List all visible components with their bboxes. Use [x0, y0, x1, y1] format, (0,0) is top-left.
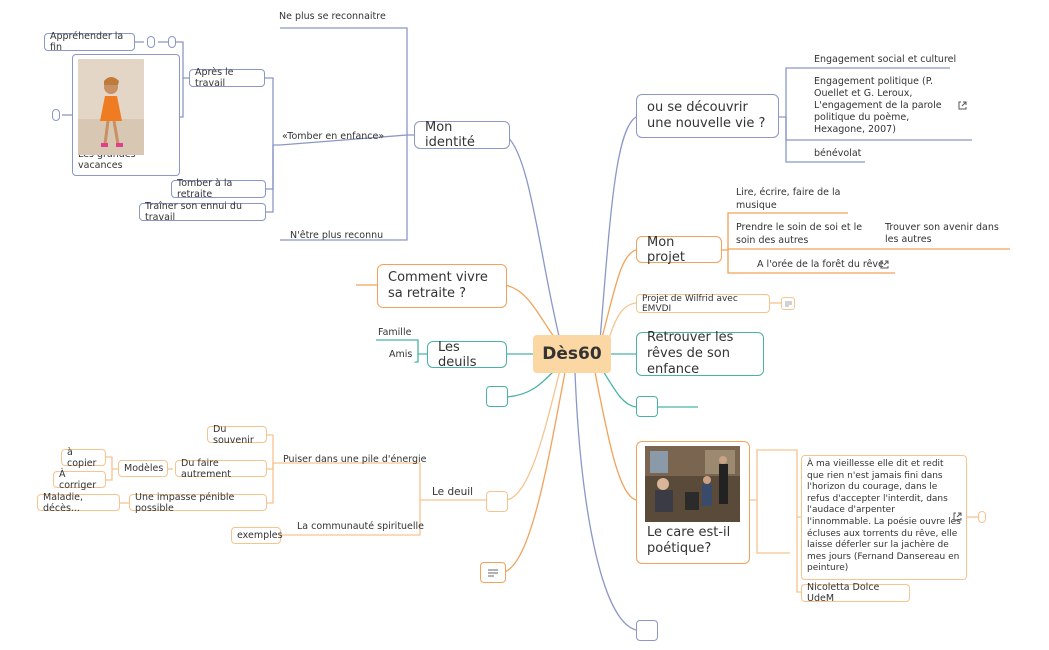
subtopic-nicoletta-dolce[interactable]: Nicoletta Dolce UdeM	[801, 582, 910, 604]
notes-icon	[488, 569, 498, 576]
empty-topic[interactable]	[486, 491, 508, 512]
collapse-toggle[interactable]	[52, 109, 60, 121]
subtopic-exemples[interactable]: exemples	[231, 527, 283, 544]
subtopic-apres-le-travail[interactable]: Après le travail	[189, 67, 265, 89]
external-link-icon[interactable]	[880, 260, 889, 269]
care-event-photo	[645, 446, 740, 522]
subtopic-modeles-label: Modèles	[124, 463, 164, 474]
note-topic[interactable]	[480, 562, 506, 583]
empty-topic[interactable]	[636, 396, 658, 417]
quote-text: À ma vieillesse elle dit et redit que ri…	[807, 459, 961, 574]
child-beach-photo	[78, 59, 144, 155]
central-topic-label: Dès60	[542, 344, 602, 364]
subtopic-engagement-social[interactable]: Engagement social et culturel	[814, 54, 957, 65]
subtopic-benevolat[interactable]: bénévolat	[814, 148, 862, 159]
subtopic-copier-label: à copier	[67, 446, 97, 469]
subtopic-prendre-soin[interactable]: Prendre le soin de soi et le soin des au…	[736, 222, 863, 246]
collapse-toggle[interactable]	[168, 36, 176, 48]
quote-fernand-dansereau[interactable]: À ma vieillesse elle dit et redit que ri…	[801, 455, 967, 580]
subtopic-a-copier[interactable]: à copier	[61, 446, 106, 469]
topic-wilfrid-label: Projet de Wilfrid avec EMVDI	[642, 293, 738, 314]
subtopic-lire-ecrire[interactable]: Lire, écrire, faire de la musique	[736, 187, 841, 211]
topic-comment-vivre[interactable]: Comment vivre sa retraite ?	[377, 264, 507, 308]
topic-les-deuils[interactable]: Les deuils	[427, 339, 507, 370]
external-link-icon[interactable]	[953, 512, 962, 521]
subtopic-trainer-son-ennui[interactable]: Traîner son ennui du travail	[139, 201, 266, 223]
subtopic-engagement-politique[interactable]: Engagement politique (P. Ouellet et G. L…	[814, 76, 942, 135]
subtopic-le-deuil[interactable]: Le deuil	[432, 486, 474, 498]
notes-icon	[784, 301, 792, 306]
subtopic-corriger-label: À corriger	[59, 468, 97, 491]
topic-deuils-label: Les deuils	[438, 339, 477, 370]
subtopic-exemples-label: exemples	[237, 530, 283, 541]
subtopic-nicoletta-label: Nicoletta Dolce UdeM	[807, 582, 880, 604]
subtopic-tomber-a-la-retraite[interactable]: Tomber à la retraite	[171, 178, 266, 200]
topic-retrouver-reves[interactable]: Retrouver les rêves de son enfance	[636, 330, 764, 377]
subtopic-amis-label: Amis	[389, 349, 413, 360]
central-topic[interactable]: Dès60	[533, 335, 611, 373]
subtopic-amis[interactable]: Amis	[384, 346, 416, 363]
subtopic-maladie-label: Maladie, décès...	[43, 491, 84, 514]
topic-projet-label: Mon projet	[647, 234, 685, 265]
empty-topic[interactable]	[486, 386, 508, 407]
subtopic-trouver-avenir[interactable]: Trouver son avenir dans les autres	[885, 222, 999, 245]
empty-topic[interactable]	[636, 620, 658, 641]
topic-identity-label: Mon identité	[425, 120, 475, 150]
topic-care-label: Le care est-il poétique?	[647, 525, 731, 556]
subtopic-impasse-penible[interactable]: Une impasse pénible possible	[129, 491, 267, 514]
subtopic-a-corriger[interactable]: À corriger	[53, 468, 106, 491]
subtopic-famille[interactable]: Famille	[378, 327, 412, 338]
topic-identity[interactable]: Mon identité	[414, 120, 510, 150]
subtopic-oree-foret[interactable]: A l'orée de la forêt du rêve	[757, 259, 884, 270]
topic-comment-label: Comment vivre sa retraite ?	[388, 270, 488, 301]
subtopic-apprehender-la-fin[interactable]: Appréhender la fin	[44, 31, 135, 53]
subtopic-du-souvenir[interactable]: Du souvenir	[207, 423, 267, 446]
collapse-toggle[interactable]	[978, 511, 986, 523]
topic-projet-wilfrid[interactable]: Projet de Wilfrid avec EMVDI	[636, 293, 770, 314]
subtopic-autrement-label: Du faire autrement	[181, 457, 231, 480]
subtopic-du-faire-autrement[interactable]: Du faire autrement	[175, 457, 267, 480]
external-link-icon[interactable]	[958, 101, 967, 110]
topic-decouvrir-label: ou se découvrir une nouvelle vie ?	[647, 100, 766, 131]
subtopic-ennui-label: Traîner son ennui du travail	[145, 201, 242, 223]
topic-decouvrir-nouvelle-vie[interactable]: ou se découvrir une nouvelle vie ?	[636, 94, 779, 138]
subtopic-tomber-en-enfance[interactable]: «Tomber en enfance»	[282, 131, 385, 142]
topic-retrouver-label: Retrouver les rêves de son enfance	[647, 330, 734, 377]
collapse-toggle[interactable]	[147, 36, 155, 48]
subtopic-apres-label: Après le travail	[195, 67, 234, 89]
subtopic-puiser-energie[interactable]: Puiser dans une pile d'énergie	[283, 454, 427, 465]
topic-mon-projet[interactable]: Mon projet	[636, 234, 722, 265]
subtopic-modeles[interactable]: Modèles	[118, 460, 168, 477]
subtopic-impasse-label: Une impasse pénible possible	[135, 491, 235, 514]
subtopic-retraite-label: Tomber à la retraite	[177, 178, 233, 200]
subtopic-souvenir-label: Du souvenir	[213, 423, 254, 446]
subtopic-maladie-deces[interactable]: Maladie, décès...	[37, 491, 120, 514]
subtopic-apprehender-label: Appréhender la fin	[50, 31, 124, 53]
subtopic-communaute-spirituelle[interactable]: La communauté spirituelle	[297, 521, 425, 532]
subtopic-netre-plus-reconnu[interactable]: N'être plus reconnu	[290, 230, 384, 241]
subtopic-ne-plus-reconnaitre[interactable]: Ne plus se reconnaitre	[279, 11, 386, 22]
note-icon-button[interactable]	[781, 297, 795, 310]
